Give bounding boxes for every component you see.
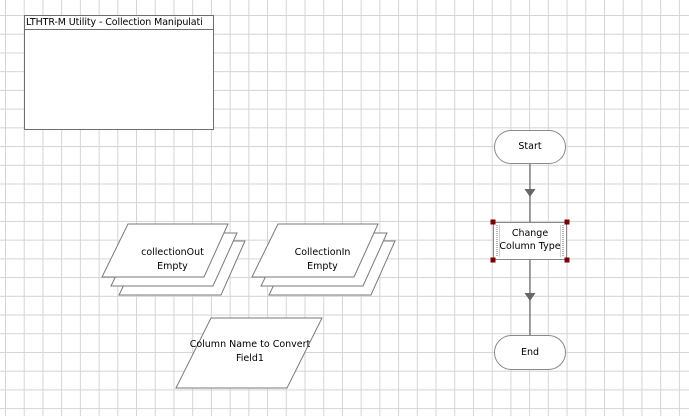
action-shape[interactable] bbox=[493, 222, 567, 260]
selection-handle-bottom-right[interactable] bbox=[564, 257, 570, 263]
start-terminal-shape[interactable] bbox=[494, 130, 566, 164]
selection-handle-top-left[interactable] bbox=[490, 219, 496, 225]
collection-shape-collectionout[interactable] bbox=[101, 223, 246, 296]
collection-shape-collectionin[interactable] bbox=[251, 223, 396, 296]
note-block[interactable]: LTHTR-M Utility - Collection Manipulati bbox=[24, 15, 214, 130]
selection-handle-top-right[interactable] bbox=[564, 219, 570, 225]
end-terminal-shape[interactable] bbox=[494, 335, 566, 370]
arrow-head-icon bbox=[524, 189, 536, 197]
data-item-shape[interactable] bbox=[175, 317, 323, 389]
arrow-head-icon bbox=[524, 293, 536, 301]
note-title: LTHTR-M Utility - Collection Manipulati bbox=[25, 16, 213, 30]
selection-handle-bottom-left[interactable] bbox=[490, 257, 496, 263]
